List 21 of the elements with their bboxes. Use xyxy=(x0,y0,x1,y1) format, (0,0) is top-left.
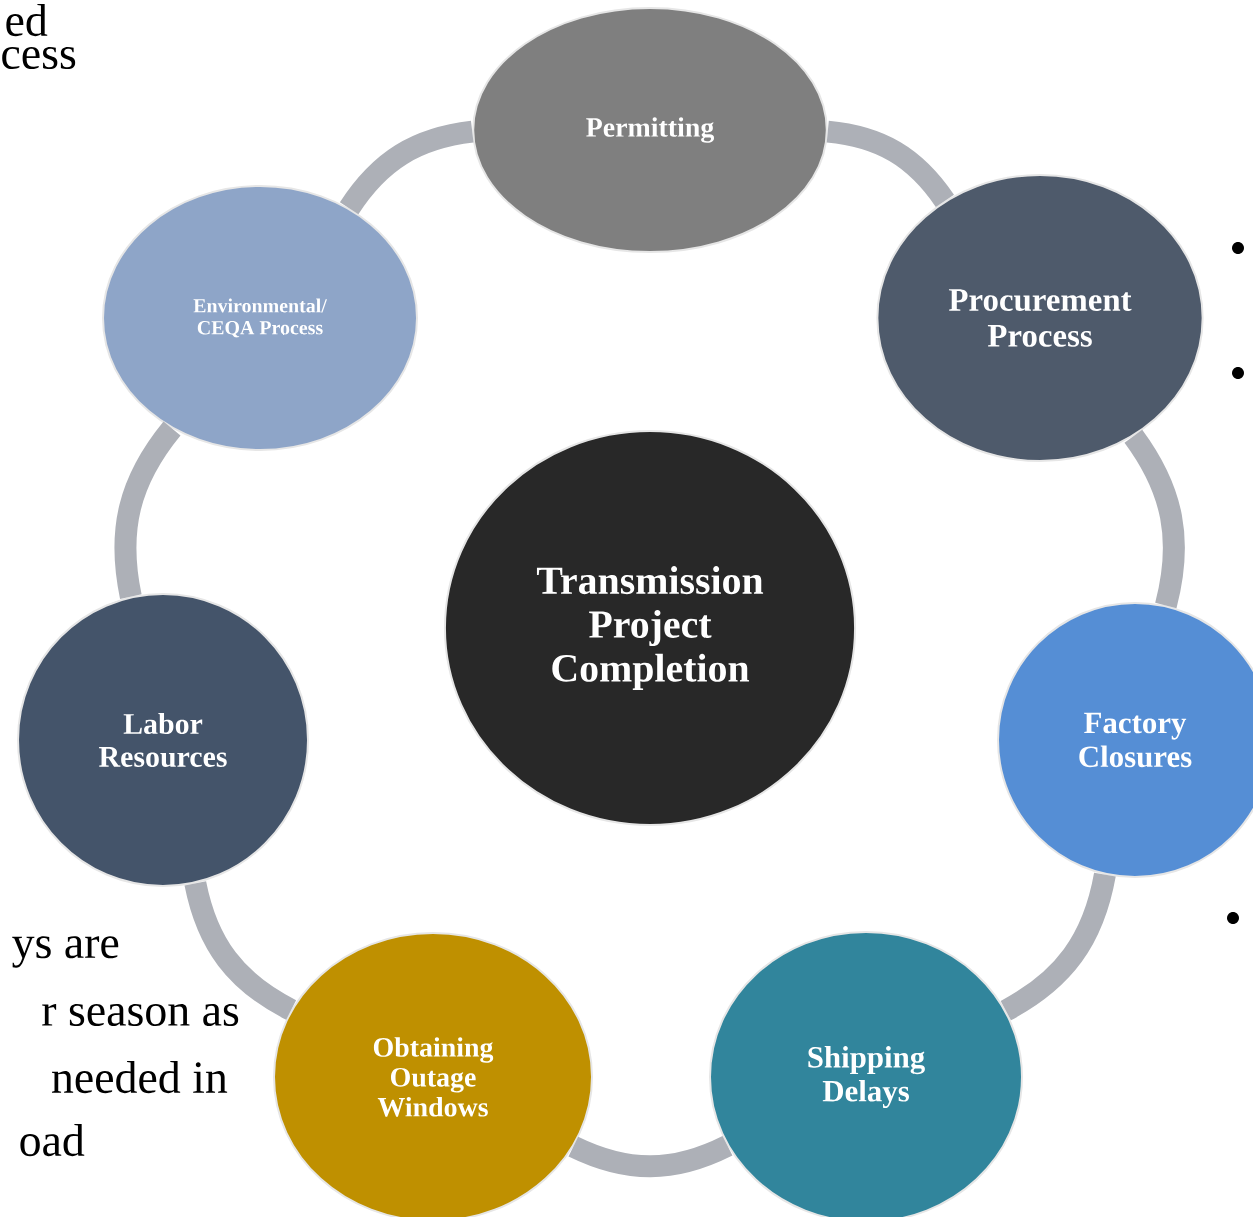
circle-node: Shipping Delays xyxy=(709,931,1023,1217)
circle-node: Environmental/ CEQA Process xyxy=(102,185,418,451)
circle-node: Factory Closures xyxy=(997,602,1253,878)
circle-node: Obtaining Outage Windows xyxy=(273,932,593,1217)
circle-node: Procurement Process xyxy=(876,174,1204,462)
text-fragment: cess xyxy=(2,47,76,70)
text-fragment: needed in xyxy=(52,1060,228,1094)
ring-segment xyxy=(1124,430,1185,608)
ring-segment xyxy=(340,120,474,215)
circle-node: Permitting xyxy=(472,7,828,253)
text-fragment: oad xyxy=(20,1123,85,1157)
ring-segment xyxy=(114,421,181,599)
text-fragment: ed xyxy=(6,3,48,37)
text-fragment: r season as xyxy=(42,1004,239,1027)
ring-segment xyxy=(184,880,297,1020)
circle-node: Labor Resources xyxy=(17,593,309,887)
ring-segment xyxy=(1000,872,1116,1021)
text-fragment: ys are xyxy=(12,936,119,968)
ring-segment xyxy=(826,120,954,208)
circle-node: Transmission Project Completion xyxy=(443,430,857,826)
ring-segment xyxy=(568,1135,733,1178)
